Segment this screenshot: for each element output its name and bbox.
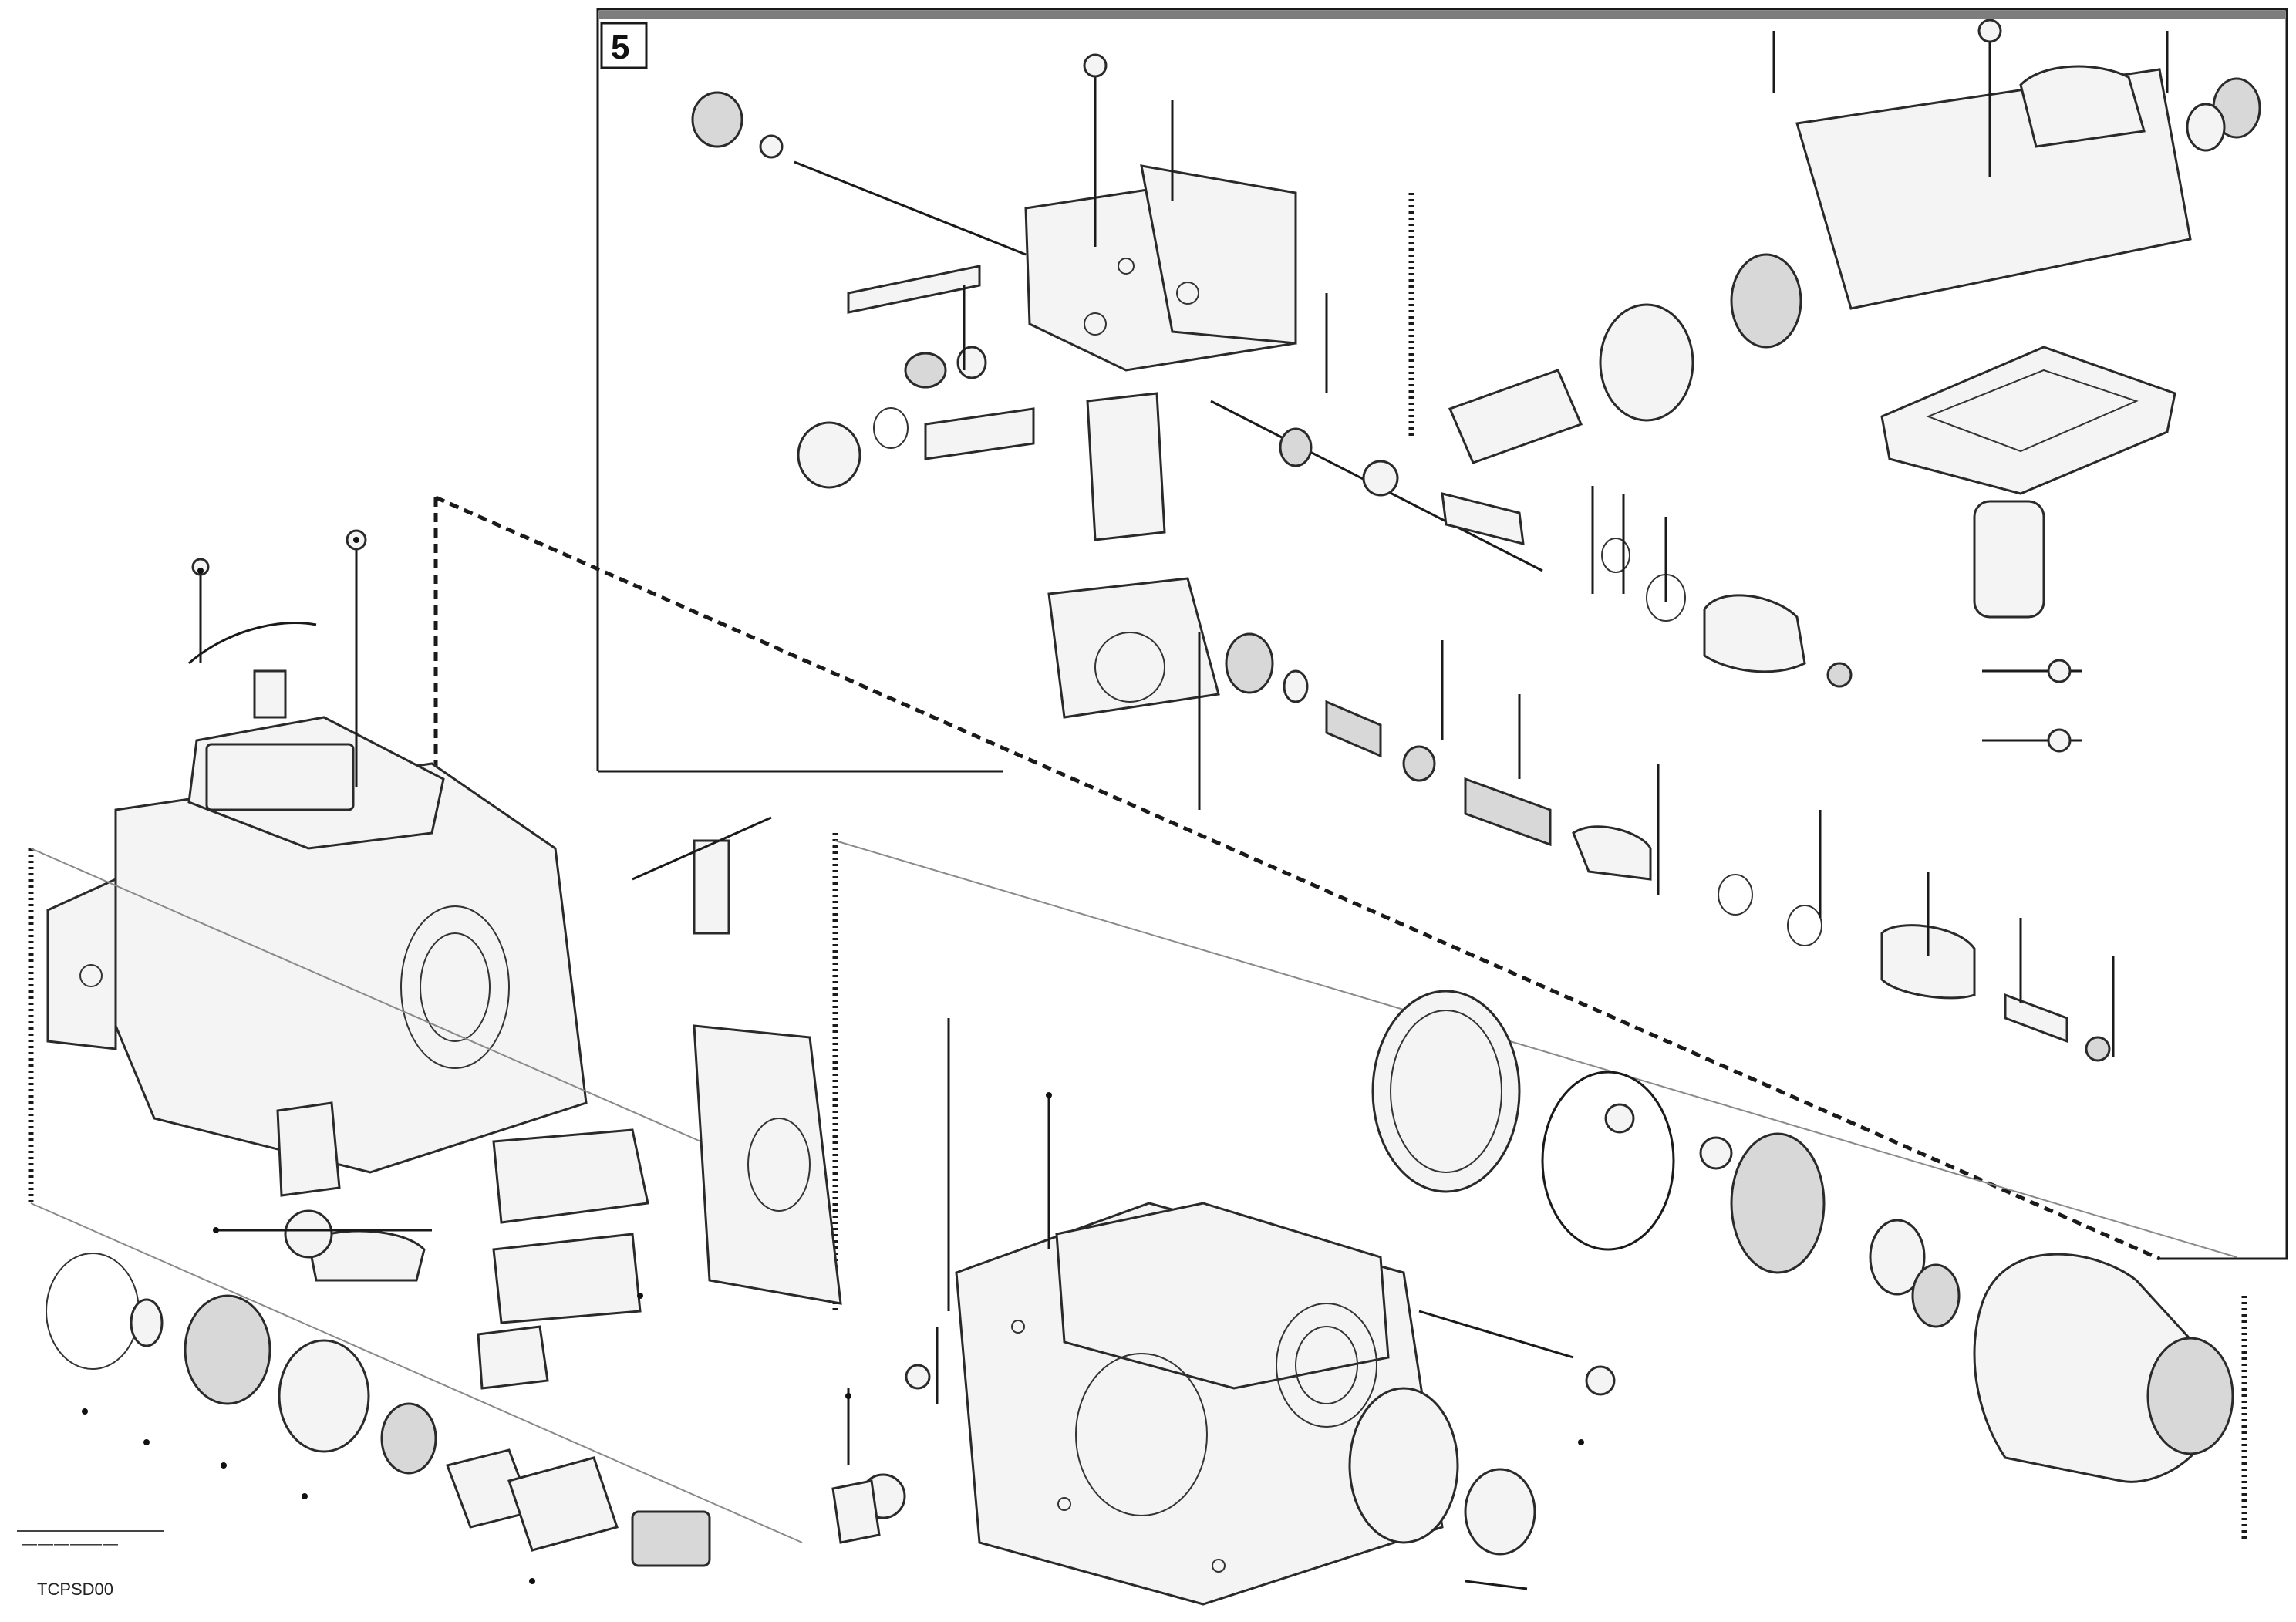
main-housing [30, 716, 803, 1543]
center-pump [947, 1018, 1444, 1606]
leader-lines [28, 193, 2247, 1543]
reference-code-bottom: TCPSD00 [37, 1580, 114, 1599]
detail-frame: 5 [596, 8, 2288, 1260]
spring-assembly [1448, 19, 2261, 464]
housing-bolts [188, 529, 367, 787]
reference-rule [17, 1530, 164, 1532]
spool-chain-lower [1225, 632, 2111, 1062]
valve-block [1024, 53, 1297, 719]
lower-left-parts [46, 1209, 711, 1567]
detail-bolts [963, 100, 2115, 1057]
detail-badge: 5 [611, 29, 629, 66]
spool-parts-upper [691, 91, 1035, 489]
bracket-parts [276, 1101, 649, 1390]
reference-code-top: —————— [22, 1536, 119, 1553]
detail-badge-box [600, 22, 648, 69]
drive-components [1348, 990, 2234, 1556]
side-plate [632, 816, 842, 1305]
cover-gasket [1880, 346, 2176, 753]
spool-chain-mid [1210, 400, 1853, 688]
lower-center-parts [831, 1327, 1528, 1590]
callout-ticks [82, 537, 1584, 1584]
